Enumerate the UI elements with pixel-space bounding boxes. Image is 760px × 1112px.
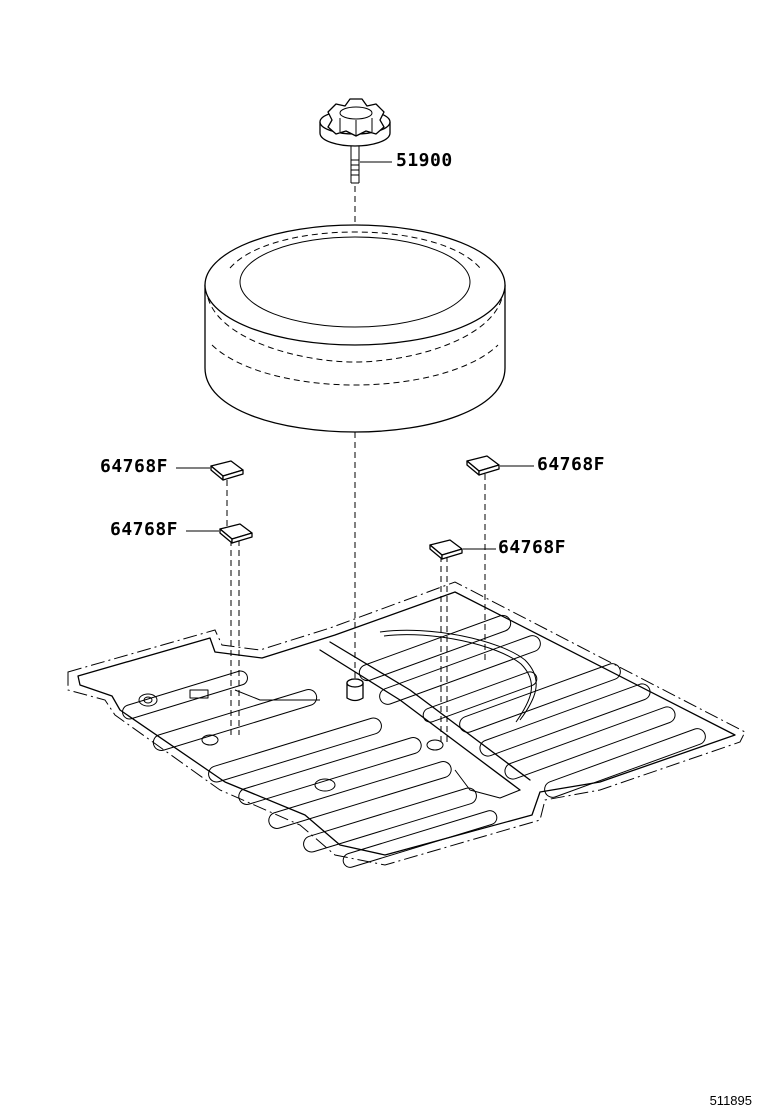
spare-tire [204,224,506,433]
part-number-64768f-lower-left-label[interactable]: 64768F [110,519,179,540]
part-number-51900-label[interactable]: 51900 [396,150,453,171]
part-number-64768f-upper-right-label[interactable]: 64768F [537,454,606,475]
cushion-lower-left [219,523,253,544]
hold-down-bolt [319,98,391,184]
label-leaders [176,161,534,550]
cushion-upper-left [210,460,244,481]
part-number-64768f-lower-right-label[interactable]: 64768F [498,537,567,558]
assembly-lines [226,186,486,745]
part-number-64768f-upper-left-label[interactable]: 64768F [100,456,169,477]
floor-pan [67,581,746,868]
cushion-upper-right [466,455,500,476]
cushion-lower-right [429,539,463,560]
drawing-number: 511895 [709,1093,752,1108]
